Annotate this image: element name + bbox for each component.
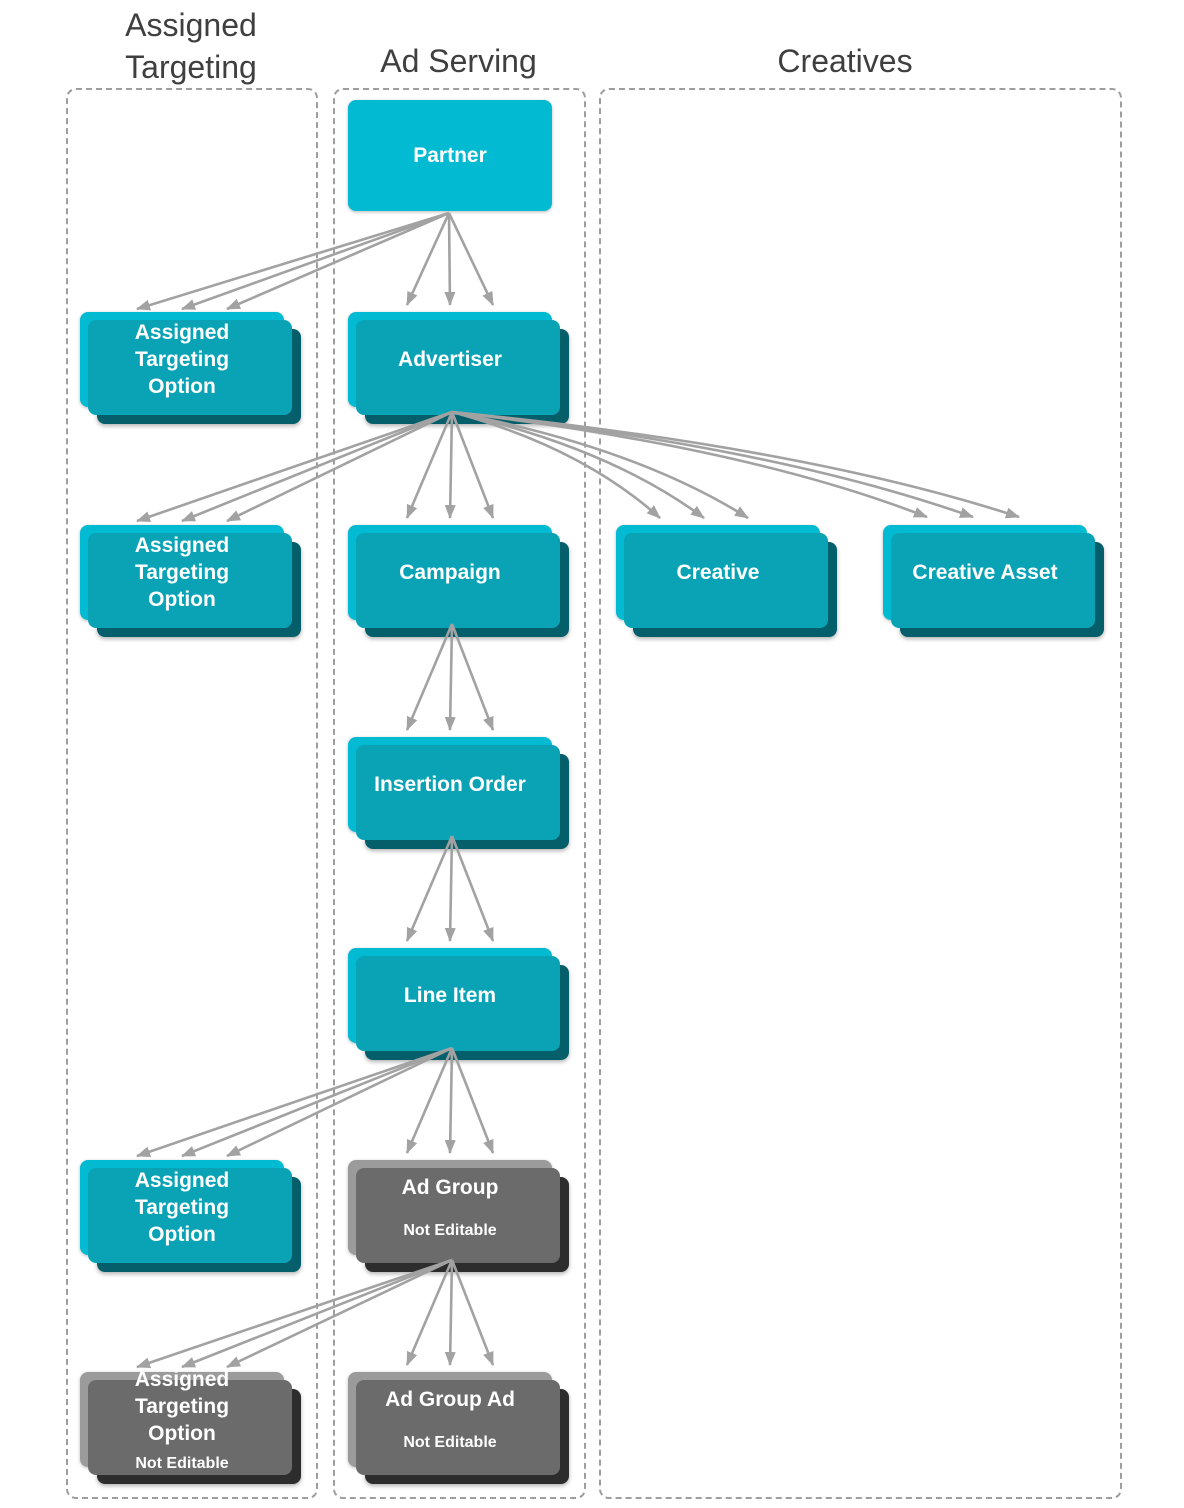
column-title-assigned-targeting: Assigned Targeting	[125, 7, 257, 85]
node-line-item: Line Item	[348, 948, 569, 1060]
node-label: Assigned Targeting Option	[134, 1169, 230, 1246]
node-campaign: Campaign	[348, 525, 569, 637]
node-label: Advertiser	[398, 348, 502, 371]
node-label: Assigned Targeting Option	[134, 1367, 230, 1445]
node-ad-group: Ad Group Not Editable	[348, 1160, 569, 1272]
node-creative-asset: Creative Asset	[883, 525, 1104, 637]
column-creatives	[599, 88, 1122, 1499]
node-label: Assigned Targeting Option	[134, 534, 230, 611]
node-label: Ad Group	[401, 1176, 499, 1199]
column-ad-serving	[333, 88, 586, 1499]
node-label: Partner	[413, 144, 487, 167]
node-label: Ad Group Ad	[385, 1388, 515, 1411]
column-title-creatives: Creatives	[777, 43, 913, 79]
node-creative: Creative	[616, 525, 837, 637]
node-label: Line Item	[403, 984, 497, 1007]
node-assigned-targeting-option-ad-group: Assigned Targeting Option Not Editable	[80, 1368, 301, 1484]
node-assigned-targeting-option-line-item: Assigned Targeting Option	[80, 1160, 301, 1272]
node-label: Creative	[676, 561, 760, 584]
column-title-ad-serving: Ad Serving	[380, 43, 537, 79]
node-advertiser: Advertiser	[348, 312, 569, 424]
node-insertion-order: Insertion Order	[348, 737, 569, 849]
node-label: Insertion Order	[374, 773, 526, 796]
node-label: Creative Asset	[912, 561, 1058, 584]
node-partner: Partner	[348, 100, 552, 211]
node-assigned-targeting-option-partner: Assigned Targeting Option	[80, 312, 301, 424]
node-subtitle: Not Editable	[403, 1222, 497, 1239]
node-subtitle: Not Editable	[135, 1454, 229, 1472]
node-ad-group-ad: Ad Group Ad Not Editable	[348, 1372, 569, 1484]
node-label: Assigned Targeting Option	[134, 321, 230, 398]
column-assigned-targeting	[66, 88, 318, 1499]
node-subtitle: Not Editable	[403, 1434, 497, 1451]
node-assigned-targeting-option-advertiser: Assigned Targeting Option	[80, 525, 301, 637]
node-label: Campaign	[399, 561, 501, 584]
